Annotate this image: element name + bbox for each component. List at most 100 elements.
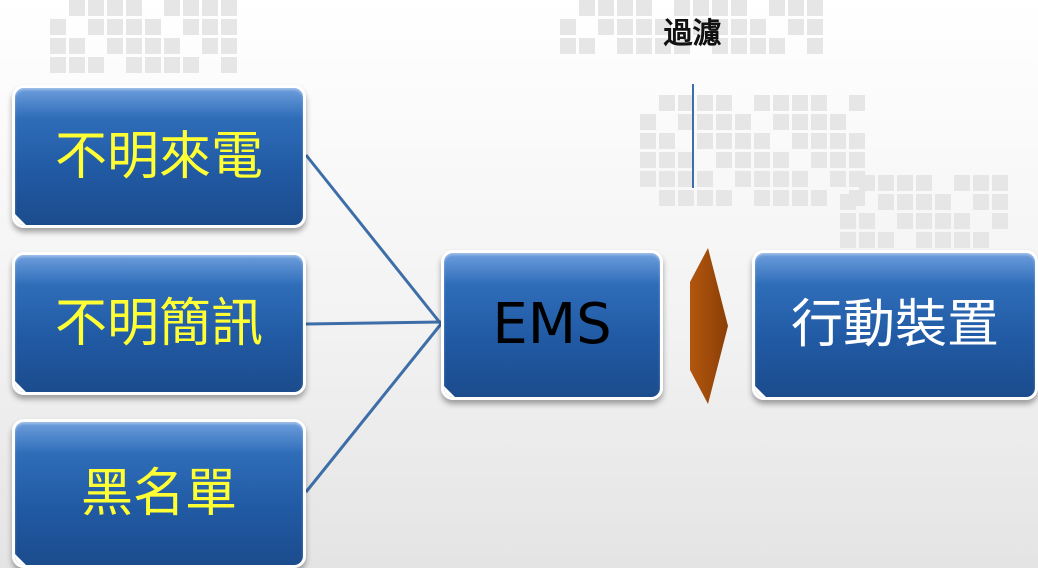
bg-square <box>183 0 199 16</box>
bg-square <box>788 0 804 16</box>
bg-square <box>916 175 932 191</box>
bg-square <box>640 114 656 130</box>
bg-square <box>792 114 808 130</box>
bg-square <box>769 0 785 16</box>
bg-square <box>202 0 218 16</box>
bg-square <box>916 213 932 229</box>
bg-square <box>954 175 970 191</box>
filter-label: 過濾 <box>663 16 722 50</box>
bg-square <box>221 38 237 54</box>
bg-square <box>107 0 123 16</box>
bg-square <box>164 0 180 16</box>
connector-blacklist-to-ems <box>304 323 443 493</box>
bg-square <box>992 175 1008 191</box>
bg-square <box>754 95 770 111</box>
bg-square <box>107 19 123 35</box>
bg-square <box>849 95 865 111</box>
bg-square <box>878 175 894 191</box>
bg-square <box>788 19 804 35</box>
bg-square <box>897 175 913 191</box>
bg-square <box>859 213 875 229</box>
bg-square <box>145 57 161 73</box>
bg-square <box>560 19 576 35</box>
bg-square <box>849 152 865 168</box>
bg-square <box>878 194 894 210</box>
bg-square <box>716 114 732 130</box>
bg-square <box>849 133 865 149</box>
bg-square <box>773 171 789 187</box>
bg-square <box>992 213 1008 229</box>
bg-square <box>750 38 766 54</box>
bg-square <box>792 133 808 149</box>
bg-square <box>773 95 789 111</box>
bg-square <box>916 194 932 210</box>
bg-square <box>126 0 142 16</box>
bg-square <box>773 152 789 168</box>
bg-square <box>735 171 751 187</box>
bg-square <box>697 114 713 130</box>
bg-square <box>878 232 894 248</box>
bg-square <box>560 38 576 54</box>
bg-square <box>811 133 827 149</box>
hub-box-ems: EMS <box>441 250 663 400</box>
bg-square <box>640 133 656 149</box>
bg-square <box>811 152 827 168</box>
bg-square <box>750 19 766 35</box>
bg-square <box>754 133 770 149</box>
bg-square <box>935 194 951 210</box>
bg-square <box>69 0 85 16</box>
bg-square <box>221 57 237 73</box>
bg-square <box>579 0 595 16</box>
hub-label-ems: EMS <box>492 292 612 357</box>
bg-square <box>678 190 694 206</box>
bg-square <box>840 194 856 210</box>
bg-square <box>88 19 104 35</box>
bg-square <box>617 38 633 54</box>
bg-square <box>735 114 751 130</box>
bg-square <box>126 57 142 73</box>
source-box-blacklist: 黑名單 <box>12 419 306 568</box>
source-label-blacklist: 黑名單 <box>80 463 237 524</box>
bg-square <box>617 19 633 35</box>
bg-square <box>973 175 989 191</box>
bg-square <box>935 213 951 229</box>
bg-square <box>840 232 856 248</box>
bg-square <box>754 171 770 187</box>
bg-square <box>859 232 875 248</box>
bg-square <box>792 190 808 206</box>
bg-square <box>69 57 85 73</box>
bg-square <box>659 190 675 206</box>
bg-square <box>697 171 713 187</box>
bg-square <box>88 0 104 16</box>
bg-square <box>830 152 846 168</box>
bg-square <box>735 152 751 168</box>
bg-square <box>840 213 856 229</box>
bg-square <box>202 38 218 54</box>
bg-square <box>807 19 823 35</box>
bg-square <box>792 95 808 111</box>
bg-square <box>992 194 1008 210</box>
bg-square <box>126 19 142 35</box>
bg-square <box>935 232 951 248</box>
bg-square <box>221 19 237 35</box>
bg-square <box>50 57 66 73</box>
bg-square <box>792 171 808 187</box>
bg-square <box>69 38 85 54</box>
bg-square <box>659 152 675 168</box>
bg-square <box>88 57 104 73</box>
bg-square <box>697 133 713 149</box>
bg-square <box>830 171 846 187</box>
bg-square <box>183 19 199 35</box>
bg-square <box>183 57 199 73</box>
source-label-unknown-call: 不明來電 <box>54 126 263 187</box>
target-label-mobile-device: 行動裝置 <box>790 295 999 355</box>
bg-square <box>773 114 789 130</box>
bg-square <box>954 213 970 229</box>
bg-square <box>716 190 732 206</box>
bg-square <box>830 133 846 149</box>
bg-square <box>716 95 732 111</box>
bg-square <box>716 133 732 149</box>
source-box-unknown-sms: 不明簡訊 <box>12 252 306 395</box>
bg-square <box>735 133 751 149</box>
bg-square <box>579 38 595 54</box>
